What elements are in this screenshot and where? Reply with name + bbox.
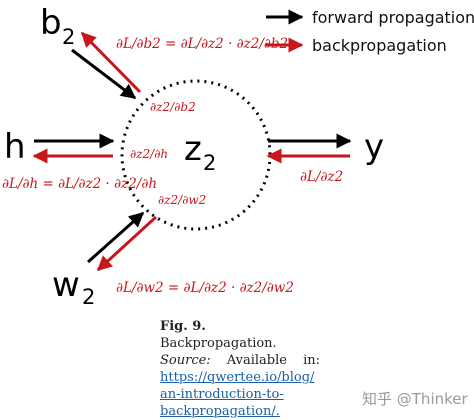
legend: forward propagation backpropagation: [266, 8, 474, 55]
node-h: h: [4, 127, 26, 167]
node-b2: b 2: [40, 3, 75, 49]
local-gradient-b2: ∂z2/∂b2: [150, 100, 196, 114]
watermark: 知乎 @Thinker: [362, 390, 468, 408]
svg-text:2: 2: [203, 151, 216, 175]
equation-h: ∂L/∂h = ∂L/∂z2 · ∂z2/∂h: [2, 176, 157, 192]
node-z2: z 2: [184, 129, 216, 175]
caption-source-label: Source:: [160, 353, 211, 368]
equation-b2: ∂L/∂b2 = ∂L/∂z2 · ∂z2/∂b2: [116, 36, 288, 52]
caption-in: in:: [303, 353, 320, 368]
equation-y: ∂L/∂z2: [300, 169, 343, 185]
caption-fig-title: Backpropagation.: [160, 336, 277, 351]
svg-text:2: 2: [82, 285, 95, 309]
caption-available: Available: [226, 353, 287, 368]
backprop-arrow-w2: [96, 215, 158, 272]
node-w2: w 2: [52, 265, 95, 309]
local-gradient-w2: ∂z2/∂w2: [158, 193, 206, 207]
forward-arrow-w2: [87, 211, 145, 264]
svg-text:w: w: [52, 265, 80, 305]
equation-w2: ∂L/∂w2 = ∂L/∂z2 · ∂z2/∂w2: [116, 280, 294, 296]
caption-link-line-2[interactable]: an-introduction-to-: [160, 387, 284, 402]
caption-link-line-1[interactable]: https://qwertee.io/blog/: [160, 370, 315, 385]
caption-link-line-3[interactable]: backpropagation/.: [160, 404, 280, 419]
svg-text:z: z: [184, 129, 202, 169]
local-gradient-h: ∂z2/∂h: [130, 147, 168, 161]
figure-caption: Fig. 9. Backpropagation. Source: Availab…: [160, 318, 320, 420]
svg-text:b: b: [40, 3, 62, 43]
caption-fig-label: Fig. 9.: [160, 319, 206, 334]
node-y: y: [364, 127, 384, 167]
backprop-arrow-b2: [80, 31, 142, 94]
svg-text:2: 2: [62, 25, 75, 49]
caption-title-line: Fig. 9. Backpropagation.: [160, 318, 320, 352]
legend-forward-label: forward propagation: [312, 8, 474, 27]
forward-arrow-b2: [71, 48, 137, 100]
caption-source-line: Source: Available in:: [160, 352, 320, 369]
legend-backprop-label: backpropagation: [312, 36, 447, 55]
